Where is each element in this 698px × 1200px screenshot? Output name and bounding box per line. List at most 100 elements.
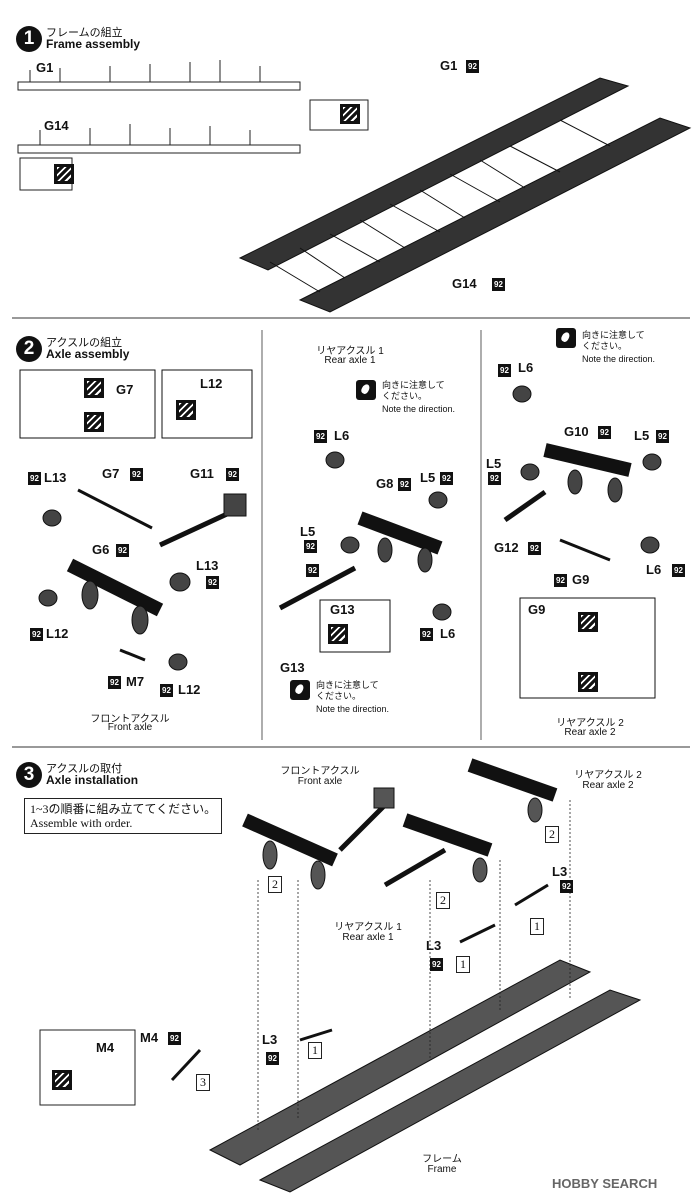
label-l12-box: L12: [200, 376, 223, 391]
direction-warning-icon: [290, 680, 310, 700]
label-g9: G9: [572, 572, 590, 587]
label-g1-side: G1: [36, 60, 54, 75]
order-number-1: 1: [530, 918, 544, 935]
direction-note-jp: 向きに注意して ください。: [582, 330, 645, 351]
label-l3: L3: [262, 1032, 278, 1047]
step-1-title-jp: フレームの組立: [46, 27, 123, 39]
rear-axle-1-caption-en: Rear axle 1: [324, 355, 376, 366]
watermark: HOBBY SEARCH: [552, 1176, 658, 1191]
label-l12: L12: [46, 626, 69, 641]
order-number-1: 1: [308, 1042, 322, 1059]
label-g14-side: G14: [44, 118, 69, 133]
order-number-2: 2: [545, 826, 559, 843]
paint-92-badge: 92: [28, 472, 41, 485]
paint-92-badge: 92: [672, 564, 685, 577]
step-3-title-en: Axle installation: [46, 773, 139, 787]
rear-axle-2-label-en: Rear axle 2: [582, 780, 634, 791]
order-number-3: 3: [196, 1074, 210, 1091]
rear-axle-1-label-en: Rear axle 1: [342, 932, 394, 943]
front-axle-caption-en: Front axle: [107, 722, 153, 733]
paint-chip-icon: [176, 400, 196, 420]
label-g7: G7: [102, 466, 120, 481]
paint-92-badge: 92: [528, 542, 541, 555]
paint-chip-icon: [52, 1070, 72, 1090]
frame-label-jp: フレーム: [422, 1154, 462, 1165]
step-2-title-en: Axle assembly: [46, 347, 130, 361]
paint-chip-icon: [54, 164, 74, 184]
label-m4-box: M4: [96, 1040, 115, 1055]
paint-92-badge: 92: [656, 430, 669, 443]
paint-chip-icon: [578, 612, 598, 632]
paint-92-badge: 92: [492, 278, 505, 291]
label-g8: G8: [376, 476, 394, 491]
paint-92-badge: 92: [488, 472, 501, 485]
paint-chip-icon: [84, 412, 104, 432]
step-1-number: 1: [16, 26, 42, 52]
step-2-number: 2: [16, 336, 42, 362]
label-l6-bottom: L6: [440, 626, 456, 641]
front-axle-label-en: Front axle: [297, 776, 343, 787]
paint-92-badge: 92: [498, 364, 511, 377]
paint-92-badge: 92: [398, 478, 411, 491]
paint-92-badge: 92: [160, 684, 173, 697]
paint-92-badge: 92: [226, 468, 239, 481]
paint-92-badge: 92: [168, 1032, 181, 1045]
frame-label-en: Frame: [427, 1164, 457, 1175]
direction-note-en: Note the direction.: [316, 704, 390, 714]
direction-warning-icon: [356, 380, 376, 400]
label-g6: G6: [92, 542, 110, 557]
rear-axle-1-caption-jp: リヤアクスル 1: [316, 346, 384, 357]
step-3-number: 3: [16, 762, 42, 788]
paint-92-badge: 92: [130, 468, 143, 481]
paint-92-badge: 92: [598, 426, 611, 439]
rear-axle-2-caption-jp: リヤアクスル 2: [556, 718, 624, 729]
paint-92-badge: 92: [440, 472, 453, 485]
paint-chip-icon: [578, 672, 598, 692]
assembly-order-note: 1~3の順番に組み立ててください。 Assemble with order.: [24, 798, 223, 834]
paint-chip-icon: [84, 378, 104, 398]
rear-axle-1-label-jp: リヤアクスル 1: [334, 922, 402, 933]
label-g13-box: G13: [330, 602, 355, 617]
label-l13-right: L13: [196, 558, 219, 573]
label-l5-left: L5: [300, 524, 316, 539]
front-axle-caption-jp: フロントアクスル: [90, 714, 170, 725]
label-l13: L13: [44, 470, 67, 485]
label-g9-box: G9: [528, 602, 546, 617]
step-3-title-jp: アクスルの取付: [46, 763, 123, 775]
paint-92-badge: 92: [420, 628, 433, 641]
label-l5-left-r2: L5: [486, 456, 502, 471]
front-axle-label-jp: フロントアクスル: [280, 766, 360, 777]
label-g14: G14: [452, 276, 477, 291]
order-number-2: 2: [436, 892, 450, 909]
label-m4: M4: [140, 1030, 159, 1045]
label-g7-box: G7: [116, 382, 134, 397]
rear-axle-2-label-jp: リヤアクスル 2: [574, 770, 642, 781]
label-l5-r2: L5: [634, 428, 650, 443]
paint-92-badge: 92: [266, 1052, 279, 1065]
paint-92-badge: 92: [116, 544, 129, 557]
label-g11: G11: [190, 466, 214, 481]
label-l6-r2-bottom: L6: [646, 562, 662, 577]
label-l3: L3: [426, 938, 442, 953]
label-g13: G13: [280, 660, 305, 675]
paint-92-badge: 92: [560, 880, 573, 893]
direction-note-jp: 向きに注意して ください。: [316, 680, 379, 701]
label-l6: L6: [334, 428, 350, 443]
direction-note-jp: 向きに注意して ください。: [382, 380, 445, 401]
label-g12: G12: [494, 540, 519, 555]
paint-92-badge: 92: [314, 430, 327, 443]
label-l12-bottom: L12: [178, 682, 201, 697]
paint-92-badge: 92: [30, 628, 43, 641]
paint-92-badge: 92: [108, 676, 121, 689]
direction-warning-icon: [556, 328, 576, 348]
label-g1: G1: [440, 58, 458, 73]
paint-chip-icon: [328, 624, 348, 644]
step-2-title-jp: アクスルの組立: [46, 337, 123, 349]
order-number-2: 2: [268, 876, 282, 893]
paint-92-badge: 92: [554, 574, 567, 587]
paint-92-badge: 92: [466, 60, 479, 73]
order-number-1: 1: [456, 956, 470, 973]
paint-chip-icon: [340, 104, 360, 124]
assembly-order-jp: 1~3の順番に組み立ててください。: [30, 802, 217, 816]
